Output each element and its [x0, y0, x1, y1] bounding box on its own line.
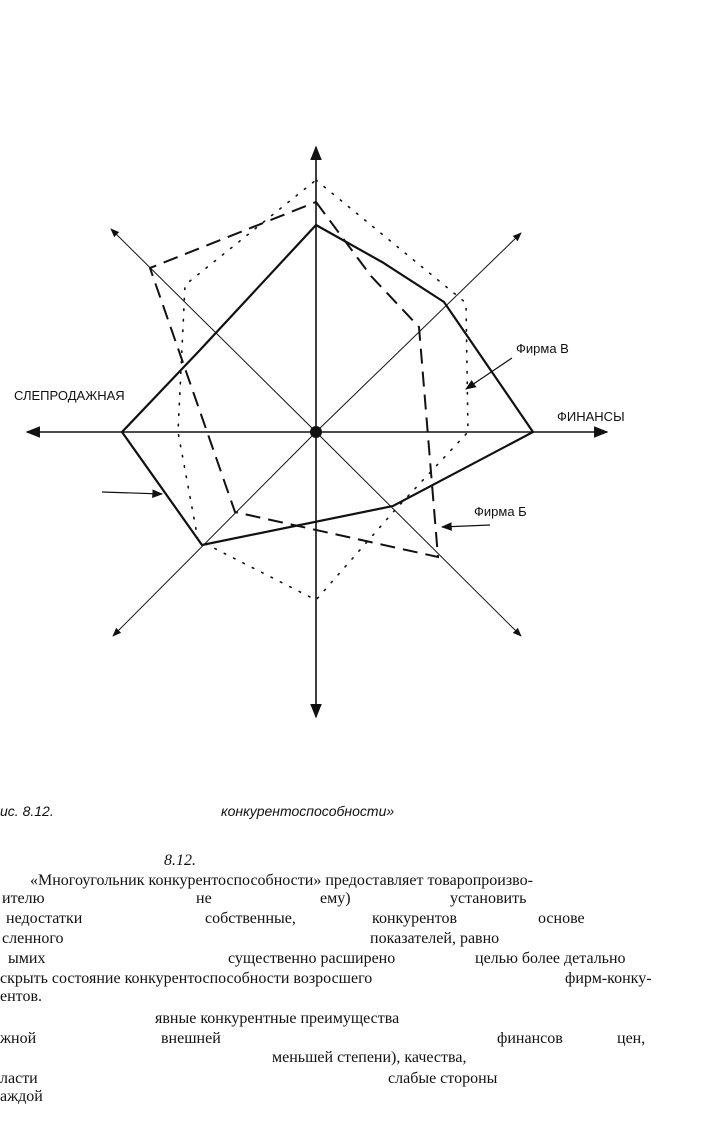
text-fragment: ласти — [0, 1070, 38, 1087]
right-axis-label: ФИНАНСЫ — [557, 409, 625, 424]
left-axis-label: СЛЕПРОДАЖНАЯ — [14, 388, 125, 403]
text-fragment: собственные, — [205, 910, 296, 927]
text-fragment: ителю — [2, 890, 45, 907]
text-fragment: слабые стороны — [388, 1070, 498, 1087]
polygon-dotted-firm — [177, 178, 469, 601]
text-fragment: конкурентов — [372, 910, 458, 927]
text-fragment: меньшей степени), качества, — [272, 1049, 467, 1066]
firm-b-pointer-arrow — [440, 522, 491, 531]
text-fragment: «Многоугольник конкурентоспособности» пр… — [30, 872, 533, 889]
text-fragment: цен, — [617, 1030, 646, 1047]
text-fragment: показателей, равно — [370, 930, 500, 947]
text-fragment: основе — [538, 910, 585, 927]
center-point — [310, 426, 322, 438]
text-fragment: финансов — [497, 1030, 563, 1047]
competitiveness-polygon-diagram: СЛЕПРОДАЖНАЯ ФИНАНСЫ Фирма В Фирма Б — [14, 145, 625, 719]
diagonal-axis-sw — [112, 431, 317, 637]
text-fragment: ентов. — [0, 988, 42, 1005]
text-fragment: явные конкурентные преимущества — [155, 1010, 400, 1027]
text-fragment: жной — [0, 1030, 37, 1047]
figure-number: ис. 8.12. — [0, 803, 54, 819]
section-heading: 8.12. — [164, 852, 196, 869]
text-fragment: аждой — [0, 1088, 43, 1105]
text-fragment: сленного — [2, 930, 64, 947]
firm-v-label: Фирма В — [516, 341, 569, 356]
firm-b-label: Фирма Б — [474, 504, 527, 519]
firm-v-pointer-arrow — [465, 357, 513, 390]
text-fragment: ему) — [320, 890, 351, 907]
text-fragment: фирм-конку- — [565, 970, 652, 987]
text-fragment: недостатки — [6, 910, 83, 927]
text-fragment: установить — [450, 890, 527, 907]
polygon-solid-firm — [120, 223, 535, 547]
diagonal-axis-se — [315, 431, 522, 637]
text-fragment: не — [196, 890, 212, 907]
text-fragment: существенно расширено — [228, 950, 396, 967]
diagonal-axis-nw — [110, 228, 317, 433]
text-fragment: внешней — [161, 1030, 221, 1047]
polygon-dashed-firm — [148, 200, 440, 559]
text-fragment: скрыть состояние конкурентоспособности в… — [0, 970, 373, 987]
figure-caption: конкурентоспособности» — [221, 803, 395, 819]
left-pointer-arrow — [101, 489, 164, 498]
text-fragment: ымих — [8, 950, 46, 967]
text-fragment: целью более детально — [475, 950, 626, 967]
